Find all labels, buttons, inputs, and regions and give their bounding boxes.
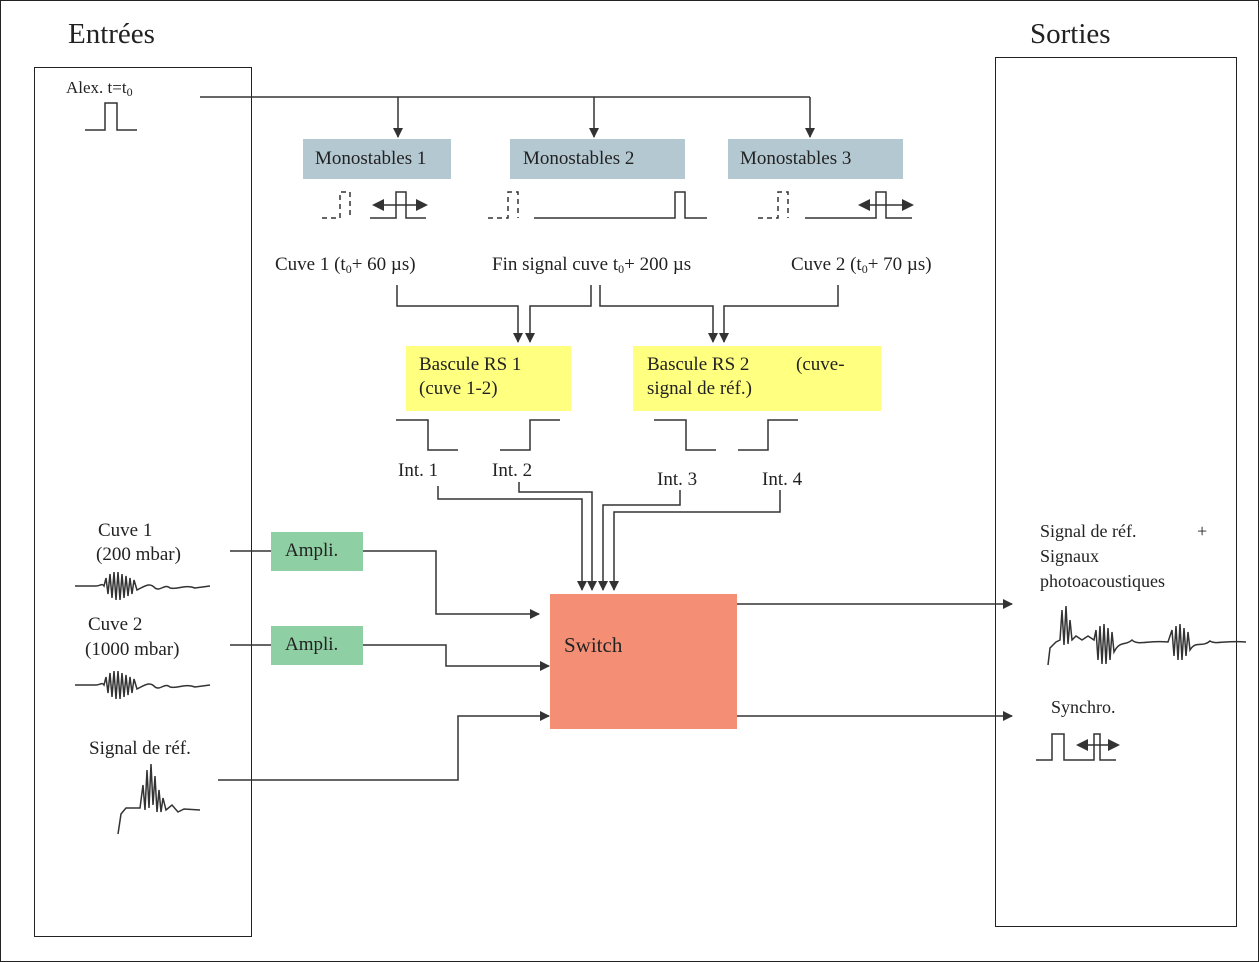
int2-waveform — [500, 419, 560, 451]
ref-signal-waveform — [117, 763, 201, 835]
bascule-rs-2-line1: Bascule RS 2 — [647, 354, 750, 375]
switch-block: Switch — [550, 594, 737, 729]
bascule-rs-2-line1b: (cuve- — [796, 354, 845, 375]
switch-label: Switch — [564, 633, 623, 657]
synchro-waveform — [1036, 733, 1120, 761]
cuve1-label-line2: (200 mbar) — [96, 544, 181, 565]
int3-waveform — [654, 419, 716, 451]
output-signal-plus: + — [1197, 521, 1208, 541]
bascule-rs-1-line1: Bascule RS 1 — [419, 354, 522, 375]
output-signal-label-line2: Signaux — [1040, 546, 1100, 566]
output-signal-label-line3: photoacoustiques — [1040, 571, 1165, 591]
ampli-cuve2: Ampli. — [271, 626, 363, 665]
ampli-cuve2-label: Ampli. — [285, 634, 339, 655]
monostable-3-label: Monostables 3 — [740, 148, 852, 169]
ref-signal-label: Signal de réf. — [89, 738, 191, 759]
cuve1-label-line1: Cuve 1 — [98, 520, 153, 541]
int1-waveform — [396, 419, 458, 451]
bascule-rs-1-line2: (cuve 1-2) — [419, 378, 498, 399]
int4-waveform — [738, 419, 798, 451]
cuve1-waveform — [75, 571, 211, 601]
cuve2-timing-label: Cuve 2 (t0+ 70 µs) — [791, 254, 932, 276]
end-signal-timing-label: Fin signal cuve t0+ 200 µs — [492, 254, 692, 276]
output-signal-label-line1: Signal de réf. — [1040, 521, 1137, 541]
monostable-1-label: Monostables 1 — [315, 148, 427, 169]
inputs-title: Entrées — [68, 18, 155, 50]
int-1-label: Int. 1 — [398, 460, 439, 481]
cuve1-timing-label: Cuve 1 (t0+ 60 µs) — [275, 254, 416, 276]
monostable-1: Monostables 1 — [303, 139, 451, 179]
mono2-waveform — [488, 191, 707, 219]
int-3-label: Int. 3 — [657, 469, 698, 490]
cuve2-waveform — [75, 670, 211, 700]
cuve2-label-line2: (1000 mbar) — [85, 639, 180, 660]
int-2-label: Int. 2 — [492, 460, 533, 481]
monostable-2-label: Monostables 2 — [523, 148, 635, 169]
outputs-panel — [995, 57, 1237, 927]
bascule-rs-1: Bascule RS 1 (cuve 1-2) — [406, 346, 571, 411]
mono3-waveform — [758, 191, 914, 219]
alex-pulse-waveform — [85, 102, 137, 131]
monostable-3: Monostables 3 — [728, 139, 903, 179]
ampli-cuve1-label: Ampli. — [285, 540, 339, 561]
cuve2-label-line1: Cuve 2 — [88, 614, 143, 635]
bascule-rs-2-line2: signal de réf.) — [647, 378, 752, 399]
mono1-waveform — [322, 191, 428, 219]
ampli-cuve1: Ampli. — [271, 532, 363, 571]
monostable-2: Monostables 2 — [510, 139, 685, 179]
int-4-label: Int. 4 — [762, 469, 803, 490]
alex-label: Alex. t=t0 — [66, 78, 133, 99]
photoacoustic-output-waveform — [1047, 605, 1247, 666]
bascule-rs-2: Bascule RS 2 (cuve- signal de réf.) — [633, 346, 881, 411]
synchro-label: Synchro. — [1051, 697, 1116, 717]
outputs-title: Sorties — [1030, 18, 1111, 50]
